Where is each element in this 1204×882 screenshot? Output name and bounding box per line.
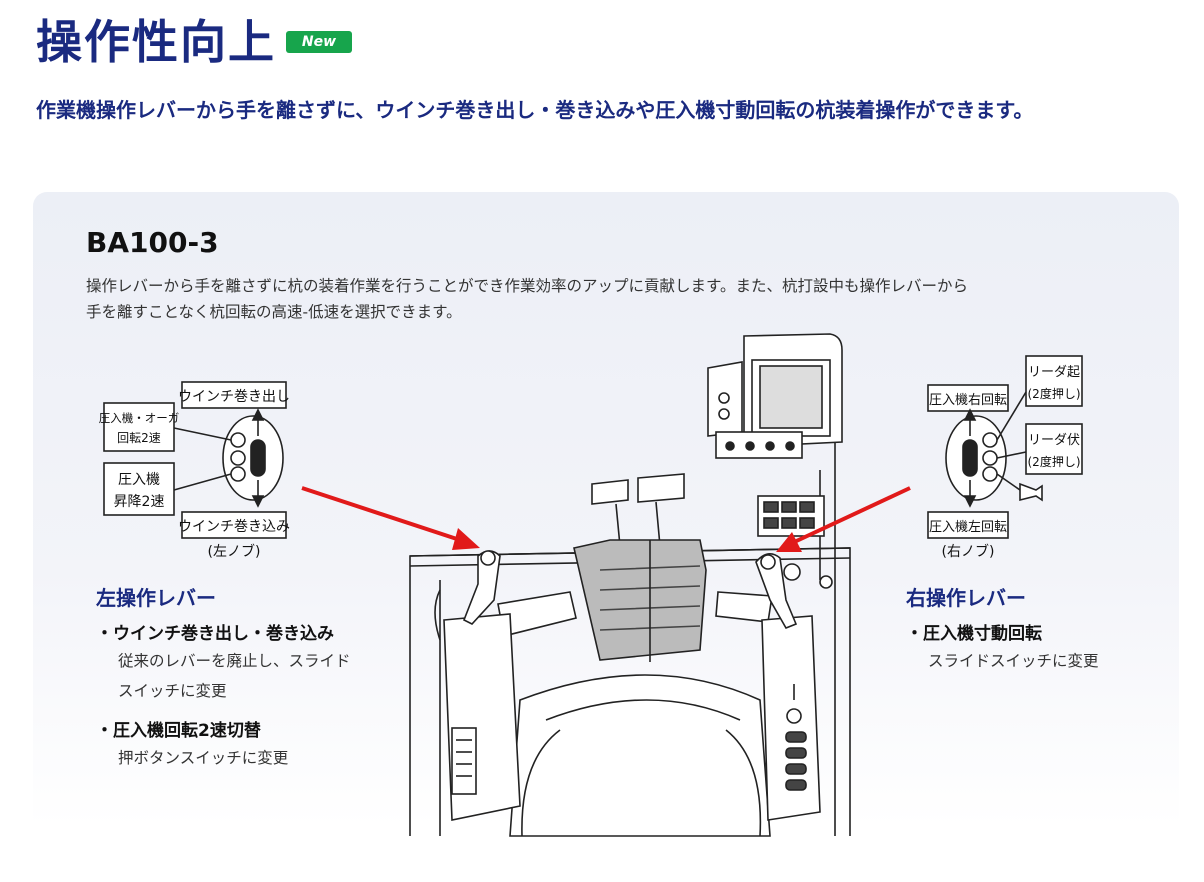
right-lever-item-1-desc: スライドスイッチに変更 — [928, 652, 1099, 670]
right-knob-button2-label-2: (2度押し) — [1028, 454, 1081, 469]
left-lever-title: 左操作レバー — [96, 586, 216, 610]
left-knob-button1-label-2: 回転2速 — [117, 431, 161, 445]
cab-illustration — [409, 333, 851, 837]
lead-text: 作業機操作レバーから手を離さずに、ウインチ巻き出し・巻き込みや圧入機寸動回転の杭… — [36, 98, 1034, 122]
model-name: BA100-3 — [86, 226, 219, 259]
right-knob-button1-label-1: リーダ起 — [1028, 365, 1080, 380]
right-knob-button2-label-1: リーダ伏 — [1028, 433, 1080, 448]
left-knob-bottom-label: ウインチ巻き込み — [178, 519, 290, 535]
right-lever — [755, 553, 798, 630]
horn-icon — [1019, 482, 1043, 502]
left-knob-callout: ウインチ巻き出し 圧入機・オーガ 回転2速 圧入機 昇降2速 ウインチ巻き込み … — [99, 381, 290, 560]
right-knob-button1-label-2: (2度押し) — [1028, 386, 1081, 401]
description-line: 手を離すことなく杭回転の高速-低速を選択できます。 — [86, 303, 462, 321]
operator-seat — [509, 674, 771, 837]
right-lever-item-1: ・圧入機寸動回転 — [906, 624, 1042, 644]
left-lever-item-1-desc: スイッチに変更 — [118, 682, 227, 700]
model-description: 操作レバーから手を離さずに杭の装着作業を行うことができ作業効率のアップに貢献しま… — [86, 273, 1146, 325]
right-knob-top-label: 圧入機右回転 — [929, 393, 1007, 408]
right-knob-callout: 圧入機右回転 リーダ起 (2度押し) リーダ伏 (2度押し) 圧入機左回転 (右… — [927, 355, 1083, 560]
left-knob-pointer-arrow — [301, 486, 480, 550]
left-lever-item-1-desc: 従来のレバーを廃止し、スライド — [118, 652, 351, 670]
left-lever-item-2: ・圧入機回転2速切替 — [96, 721, 261, 741]
right-lever-title: 右操作レバー — [906, 586, 1026, 610]
left-knob-top-label: ウインチ巻き出し — [178, 389, 290, 405]
description-line: 操作レバーから手を離さずに杭の装着作業を行うことができ作業効率のアップに貢献しま… — [86, 277, 968, 295]
right-knob-pointer-arrow — [776, 486, 911, 552]
left-lever-item-1: ・ウインチ巻き出し・巻き込み — [96, 624, 334, 644]
right-lever-section: 右操作レバー ・圧入機寸動回転 スライドスイッチに変更 — [906, 582, 1099, 676]
page-title: 操作性向上 — [36, 15, 276, 69]
left-knob-caption: (左ノブ) — [208, 543, 261, 560]
left-knob-button2-label-1: 圧入機 — [118, 472, 160, 488]
right-knob-caption: (右ノブ) — [942, 543, 995, 560]
new-badge: New — [286, 31, 352, 53]
left-lever-item-2-desc: 押ボタンスイッチに変更 — [118, 749, 289, 767]
left-knob-button2-label-2: 昇降2速 — [114, 494, 165, 510]
right-knob-bottom-label: 圧入機左回転 — [929, 520, 1007, 535]
left-lever-section: 左操作レバー ・ウインチ巻き出し・巻き込み 従来のレバーを廃止し、スライド スイ… — [96, 582, 351, 773]
left-knob-button1-label-1: 圧入機・オーガ — [99, 411, 180, 425]
travel-pedals — [573, 539, 707, 661]
